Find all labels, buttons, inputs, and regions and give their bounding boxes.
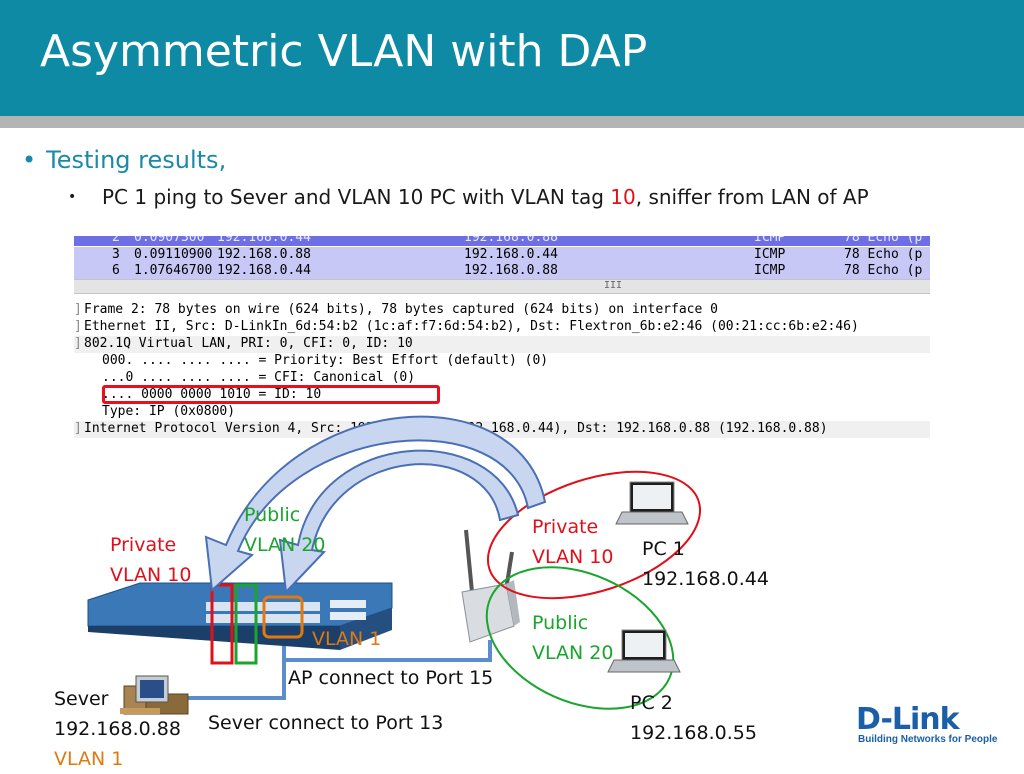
private-port-box — [210, 583, 234, 665]
slide-title: Asymmetric VLAN with DAP — [40, 26, 648, 77]
private-vlan-ellipse — [486, 470, 702, 600]
detail-vlan[interactable]: ]802.1Q Virtual LAN, PRI: 0, CFI: 0, ID:… — [74, 336, 930, 353]
header-divider — [0, 116, 1024, 128]
return-arrow-inner — [278, 449, 520, 595]
slide-header — [0, 0, 1024, 122]
bullet-dot: • — [22, 146, 37, 174]
ap-link-line — [284, 640, 492, 662]
return-arrow-outer — [204, 415, 547, 593]
detail-ethernet[interactable]: ]Ethernet II, Src: D-LinkIn_6d:54:b2 (1c… — [74, 319, 859, 334]
pc2-laptop-icon — [607, 629, 681, 673]
bullet-ping-description: • PC 1 ping to Sever and VLAN 10 PC with… — [68, 184, 956, 211]
detail-cfi[interactable]: ...0 .... .... .... = CFI: Canonical (0) — [102, 370, 416, 385]
vlan-tag-highlight: 10 — [610, 185, 636, 209]
server-link-line — [188, 632, 286, 700]
ap-link-label: AP connect to Port 15 — [288, 667, 494, 689]
vlan1-label: VLAN 1 — [312, 628, 382, 650]
server-link-label: Sever connect to Port 13 — [208, 712, 444, 734]
bullet-dot: • — [68, 189, 77, 205]
public-port-box — [234, 583, 258, 665]
packet-row[interactable]: 6 1.07646700 192.168.0.44 192.168.0.88 I… — [74, 263, 930, 279]
horizontal-scrollbar[interactable]: III — [74, 279, 930, 294]
vlan1-port-box — [262, 595, 304, 639]
detail-priority[interactable]: 000. .... .... .... = Priority: Best Eff… — [102, 353, 549, 368]
detail-frame[interactable]: ]Frame 2: 78 bytes on wire (624 bits), 7… — [74, 302, 718, 317]
bullet-testing-results: •Testing results, — [22, 146, 227, 174]
pc1-laptop-icon — [615, 481, 689, 525]
dlink-logo: D-Link Building Networks for People — [856, 702, 998, 745]
detail-vlan-id[interactable]: .... 0000 0000 1010 = ID: 10 — [102, 387, 322, 402]
public-vlan-ellipse — [485, 566, 675, 710]
bullet-text: PC 1 ping to Sever and VLAN 10 PC with V… — [102, 185, 869, 209]
packet-row[interactable]: 3 0.09110900 192.168.0.88 192.168.0.44 I… — [74, 247, 930, 263]
access-point-icon — [461, 529, 520, 643]
sniffer-capture: 2 0.0907300 192.168.0.44 192.168.0.88 IC… — [74, 236, 930, 440]
scrollbar-grip-icon: III — [604, 280, 623, 291]
detail-type[interactable]: Type: IP (0x0800) — [102, 404, 236, 419]
vlan-id-highlight-box — [102, 385, 440, 404]
server-desktop-icon — [120, 675, 189, 715]
packet-row[interactable]: 2 0.0907300 192.168.0.44 192.168.0.88 IC… — [74, 236, 930, 246]
